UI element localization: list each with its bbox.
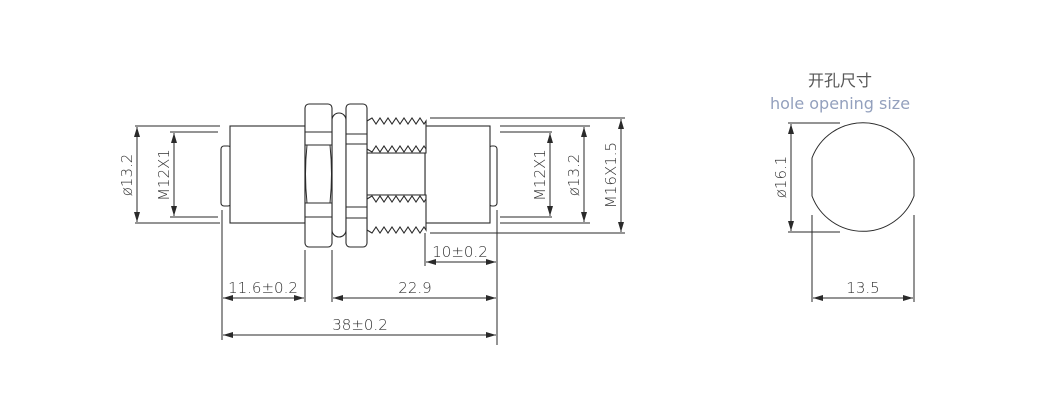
- connector-side-view: [220, 103, 498, 248]
- thread-length-label: 10±0.2: [432, 243, 488, 261]
- hole-outline: [811, 122, 915, 232]
- right-body: [424, 125, 491, 224]
- thread: [366, 117, 427, 234]
- hole-title-cn: 开孔尺寸: [808, 71, 872, 90]
- left-thread-label: M12X1: [155, 149, 173, 201]
- right-thread-label: M12X1: [531, 149, 549, 201]
- nut-left: [304, 103, 333, 248]
- hole-flat-width-label: 13.5: [846, 279, 879, 297]
- left-body: [229, 125, 306, 224]
- panel-thread-label: M16X1.5: [602, 142, 620, 208]
- hole-title-en: hole opening size: [770, 94, 910, 113]
- right-length-label: 22.9: [398, 279, 431, 297]
- nut-right: [345, 103, 368, 248]
- hole-opening: 开孔尺寸 hole opening size ø16.1 13.5: [770, 71, 915, 302]
- total-length-label: 38±0.2: [332, 316, 388, 334]
- left-length-label: 11.6±0.2: [228, 279, 298, 297]
- dimension-lines: [134, 117, 625, 345]
- hole-diameter-label: ø16.1: [772, 156, 790, 199]
- left-diameter-label: ø13.2: [118, 154, 136, 197]
- washer: [331, 112, 347, 238]
- right-diameter-label: ø13.2: [565, 154, 583, 197]
